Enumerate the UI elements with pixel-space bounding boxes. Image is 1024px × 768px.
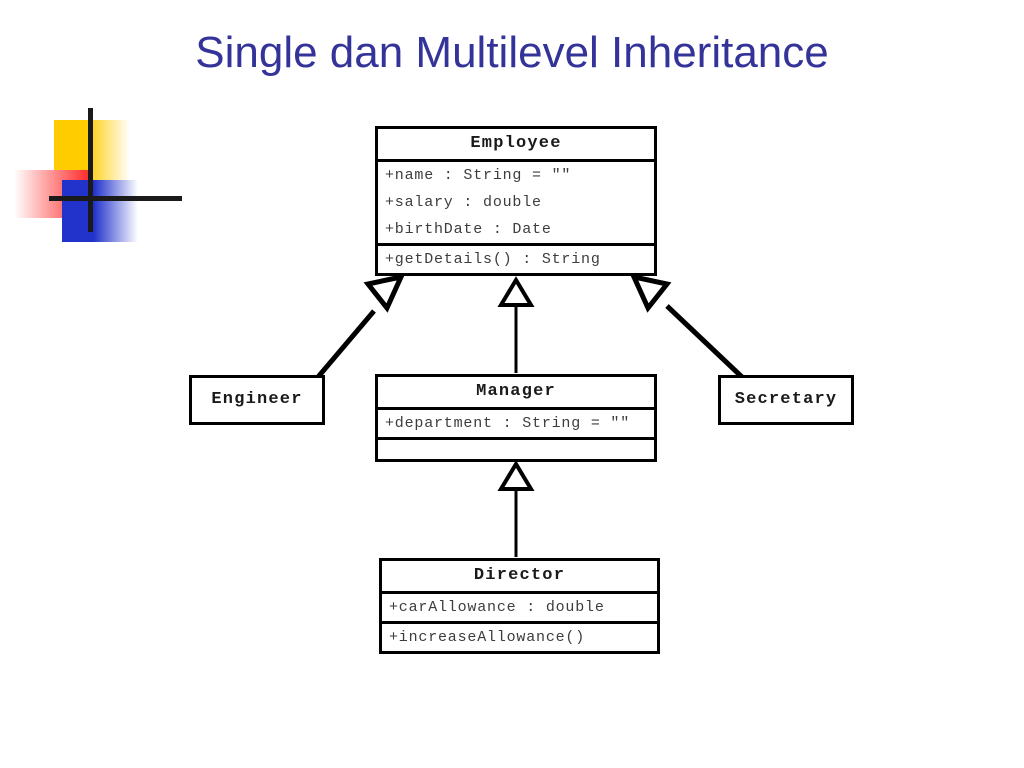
operation-row: +increaseAllowance()	[389, 629, 586, 646]
attribute-row: +salary : double	[385, 194, 542, 211]
uml-class-manager[interactable]: Manager +department : String = ""	[375, 374, 657, 462]
generalization-arrowhead-director-manager	[497, 460, 535, 491]
generalization-line-secretary-employee	[665, 304, 744, 379]
attribute-row: +name : String = ""	[385, 167, 572, 184]
operations-compartment: +getDetails() : String	[378, 243, 654, 273]
logo-blue-square	[62, 180, 138, 242]
generalization-arrowhead-secretary-employee	[629, 273, 672, 313]
attribute-row: +carAllowance : double	[389, 599, 605, 616]
uml-class-secretary[interactable]: Secretary	[718, 375, 854, 425]
attributes-compartment: +name : String = "" +salary : double +bi…	[378, 159, 654, 243]
operation-row: +getDetails() : String	[385, 251, 601, 268]
generalization-arrowhead-manager-employee	[497, 276, 535, 307]
class-name-compartment: Employee	[378, 129, 654, 159]
generalization-line-engineer-employee	[316, 309, 376, 379]
attribute-row: +department : String = ""	[385, 415, 631, 432]
class-name-compartment: Engineer	[192, 378, 322, 422]
class-title-secretary: Secretary	[734, 390, 838, 409]
operations-compartment	[378, 437, 654, 459]
class-name-compartment: Secretary	[721, 378, 851, 422]
decorative-corner-logo	[14, 108, 186, 242]
operations-compartment: +increaseAllowance()	[382, 621, 657, 651]
class-title-engineer: Engineer	[211, 390, 303, 409]
logo-horizontal-line	[49, 196, 182, 201]
uml-class-director[interactable]: Director +carAllowance : double +increas…	[379, 558, 660, 654]
class-name-compartment: Director	[382, 561, 657, 591]
attribute-row: +birthDate : Date	[385, 221, 552, 238]
logo-vertical-line	[88, 108, 93, 232]
class-title-manager: Manager	[476, 382, 556, 401]
attributes-compartment: +carAllowance : double	[382, 591, 657, 621]
attributes-compartment: +department : String = ""	[378, 407, 654, 437]
uml-class-engineer[interactable]: Engineer	[189, 375, 325, 425]
uml-class-employee[interactable]: Employee +name : String = "" +salary : d…	[375, 126, 657, 276]
class-title-employee: Employee	[470, 134, 562, 153]
class-title-director: Director	[473, 566, 566, 585]
class-name-compartment: Manager	[378, 377, 654, 407]
generalization-arrowhead-engineer-employee	[363, 273, 406, 313]
page-title: Single dan Multilevel Inheritance	[195, 28, 829, 77]
